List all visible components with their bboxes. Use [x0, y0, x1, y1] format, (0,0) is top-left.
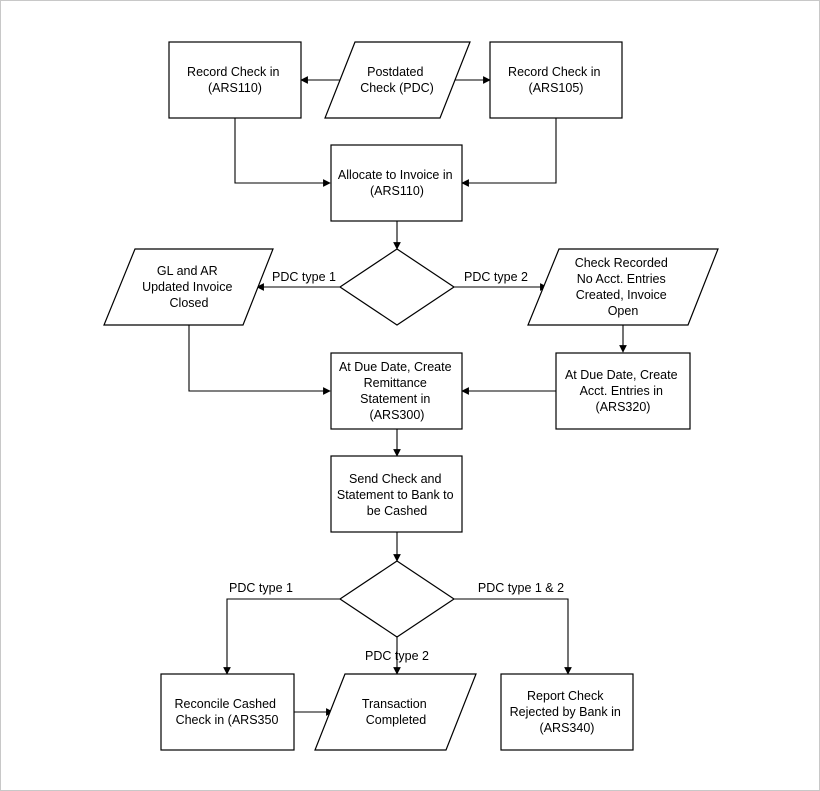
allocate-label: Allocate to Invoice in (ARS110) [338, 168, 456, 198]
node-check-recorded-shape [527, 248, 719, 326]
node-rejected-box [500, 673, 634, 751]
send-check-label: Send Check and Statement to Bank to be C… [337, 472, 457, 518]
edge-ars110-to-allocate [234, 118, 331, 187]
node-send-check-box [330, 455, 463, 533]
pdc-start-label: Postdated Check (PDC) [360, 65, 434, 95]
remittance-label: At Due Date, Create Remittance Statement… [339, 360, 455, 422]
node-remittance-box [330, 352, 463, 430]
shapes [103, 41, 719, 751]
edge-decision-2-right [454, 598, 572, 675]
edge-label-d1-right: PDC type 2 [464, 270, 528, 284]
check-recorded-label: Check Recorded No Acct. Entries Created,… [575, 256, 672, 318]
rejected-label: Report Check Rejected by Bank in (ARS340… [510, 689, 625, 735]
edge-decision-2-left [223, 598, 340, 675]
edge-gl-ar-to-remittance [188, 325, 331, 395]
acct-entries-label: At Due Date, Create Acct. Entries in (AR… [565, 368, 681, 414]
node-acct-entries-box [555, 352, 691, 430]
node-record-ars110-box [168, 41, 302, 119]
edge-ars105-to-allocate [461, 118, 557, 187]
record-ars110-label: Record Check in (ARS110) [187, 65, 283, 95]
node-pdc-start-shape [324, 41, 471, 119]
edge-labels: PDC type 1 PDC type 2 PDC type 1 PDC typ… [229, 270, 564, 663]
edge-label-d2-left: PDC type 1 [229, 581, 293, 595]
node-reconcile-box [160, 673, 295, 751]
completed-label: Transaction Completed [362, 697, 430, 727]
gl-ar-updated-label: GL and AR Updated Invoice Closed [142, 264, 236, 310]
node-completed-shape [314, 673, 477, 751]
edge-label-d2-right: PDC type 1 & 2 [478, 581, 564, 595]
edges [188, 76, 627, 716]
node-allocate-box [330, 144, 463, 222]
edge-label-d1-left: PDC type 1 [272, 270, 336, 284]
reconcile-label: Reconcile Cashed Check in (ARS350 [175, 697, 280, 727]
node-gl-ar-updated-shape [103, 248, 274, 326]
node-labels: Record Check in (ARS110) Postdated Check… [142, 65, 681, 735]
record-ars105-label: Record Check in (ARS105) [508, 65, 604, 95]
node-decision-1-diamond [338, 248, 456, 326]
node-decision-2-diamond [338, 560, 456, 638]
node-record-ars105-box [489, 41, 623, 119]
edge-label-d2-bottom: PDC type 2 [365, 649, 429, 663]
